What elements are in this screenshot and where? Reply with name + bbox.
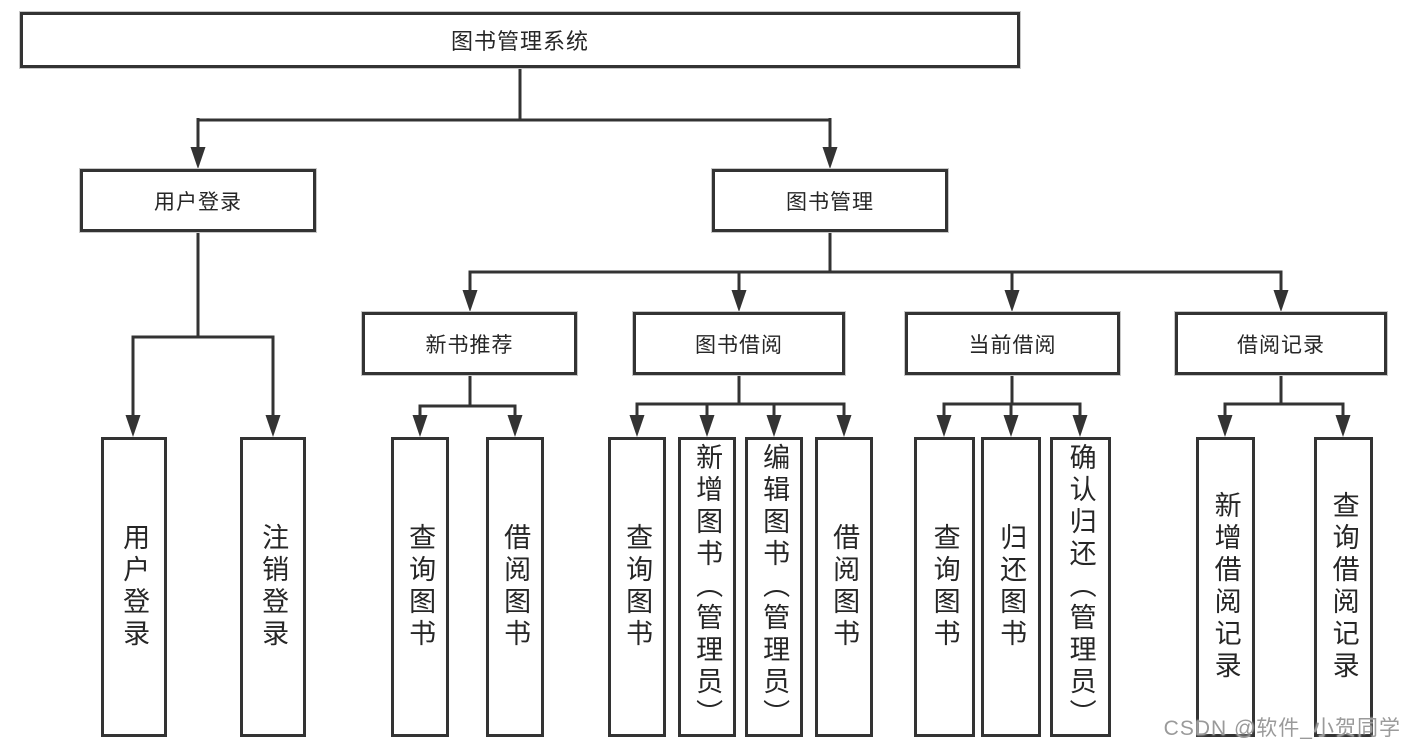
leaf-label: 查询借阅记录: [1328, 491, 1359, 683]
arrowhead-cb-query: [936, 415, 952, 437]
leaf-label: 查询图书: [929, 523, 960, 651]
arrowhead-current-borrow: [1004, 290, 1020, 312]
leaf-edit-books-admin: 编辑图书（管理员）: [745, 437, 803, 737]
arrowhead-ul-login: [125, 415, 141, 437]
node-label: 图书借阅: [695, 333, 783, 357]
leaf-label: 确认归还（管理员）: [1065, 443, 1096, 731]
leaf-confirm-return-admin: 确认归还（管理员）: [1050, 437, 1111, 737]
leaf-label: 新增图书（管理员）: [692, 443, 723, 731]
arrowhead-ul-logout: [265, 415, 281, 437]
leaf-user-login: 用户登录: [101, 437, 167, 737]
connector-user-login-to-leaves: [125, 232, 281, 437]
arrowhead-nb-borrow: [507, 415, 523, 437]
leaf-label: 借阅图书: [829, 523, 860, 651]
arrowhead-borrow-records: [1273, 290, 1289, 312]
leaf-query-books: 查询图书: [391, 437, 449, 737]
leaf-add-books-admin: 新增图书（管理员）: [678, 437, 736, 737]
arrowhead-bb-borrow: [836, 415, 852, 437]
node-book-borrowing: 图书借阅: [633, 312, 845, 375]
leaf-logout: 注销登录: [240, 437, 306, 737]
leaf-return-books: 归还图书: [981, 437, 1041, 737]
node-new-book-recommendation: 新书推荐: [362, 312, 577, 375]
node-label: 当前借阅: [968, 333, 1057, 357]
arrowhead-cb-confirm: [1072, 415, 1088, 437]
leaf-query-books: 查询图书: [914, 437, 975, 737]
connector-root-to-level2: [190, 68, 838, 169]
arrowhead-book-borrow: [731, 290, 747, 312]
arrowhead-br-add: [1217, 415, 1233, 437]
arrowhead-book-mgmt: [822, 147, 838, 169]
node-label: 借阅记录: [1237, 333, 1325, 357]
node-label: 用户登录: [154, 190, 242, 214]
arrowhead-bb-query: [629, 415, 645, 437]
leaf-label: 借阅图书: [500, 523, 531, 651]
node-root-title: 图书管理系统: [20, 12, 1020, 68]
arrowhead-nb-query: [412, 415, 428, 437]
node-current-borrowing: 当前借阅: [905, 312, 1120, 375]
leaf-label: 注销登录: [258, 523, 289, 651]
leaf-add-borrow-record: 新增借阅记录: [1196, 437, 1255, 737]
node-user-login: 用户登录: [80, 169, 316, 232]
connector-book-mgmt-to-level3: [462, 232, 1289, 312]
arrowhead-user-login: [190, 147, 206, 169]
leaf-label: 归还图书: [996, 523, 1027, 651]
node-label: 图书管理: [786, 190, 874, 214]
arrowhead-bb-edit: [766, 415, 782, 437]
leaf-query-books: 查询图书: [608, 437, 666, 737]
leaf-label: 新增借阅记录: [1210, 491, 1241, 683]
arrowhead-new-book: [462, 290, 478, 312]
leaf-query-borrow-record: 查询借阅记录: [1314, 437, 1373, 737]
leaf-label: 编辑图书（管理员）: [759, 443, 790, 731]
connector-borrow-records-to-leaves: [1217, 375, 1351, 437]
connector-current-borrow-to-leaves: [936, 375, 1088, 437]
arrowhead-cb-return: [1003, 415, 1019, 437]
arrowhead-bb-add: [699, 415, 715, 437]
connector-book-borrow-to-leaves: [629, 375, 852, 437]
leaf-label: 查询图书: [622, 523, 653, 651]
connector-new-book-to-leaves: [412, 375, 523, 437]
csdn-watermark: CSDN @软件_小贺同学: [1163, 717, 1401, 740]
leaf-label: 查询图书: [405, 523, 436, 651]
node-book-management: 图书管理: [712, 169, 948, 232]
leaf-borrow-books: 借阅图书: [486, 437, 544, 737]
leaf-borrow-books: 借阅图书: [815, 437, 873, 737]
node-label: 图书管理系统: [450, 29, 589, 54]
node-borrowing-records: 借阅记录: [1175, 312, 1387, 375]
node-label: 新书推荐: [425, 333, 514, 357]
arrowhead-br-query: [1335, 415, 1351, 437]
leaf-label: 用户登录: [119, 523, 150, 651]
